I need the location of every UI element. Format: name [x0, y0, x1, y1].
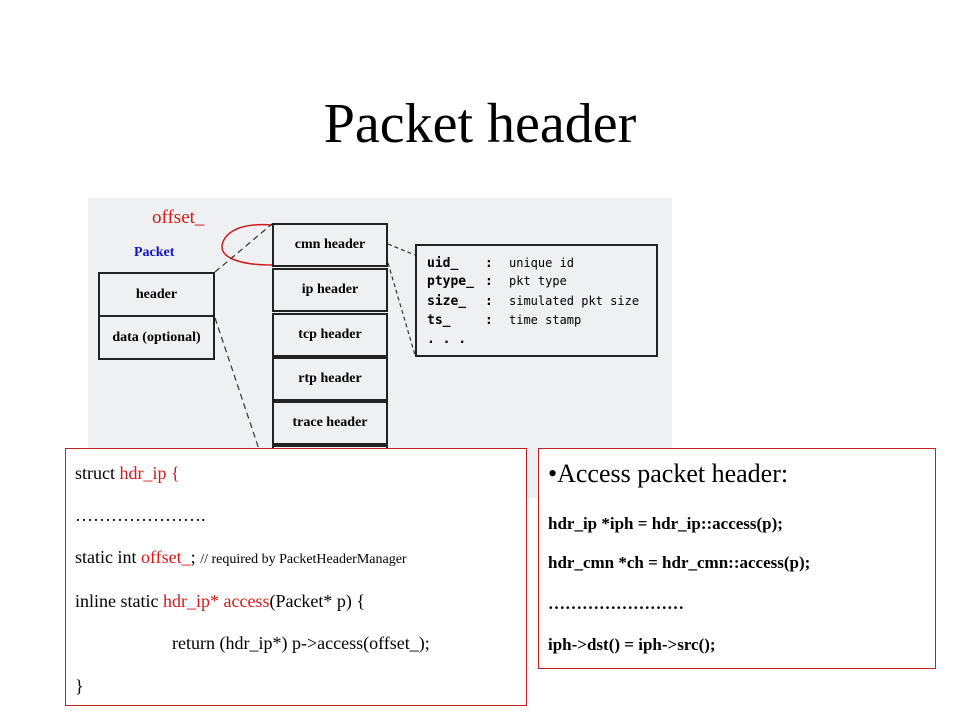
access-line-3: …………………… — [548, 594, 684, 613]
field-name: ts_ — [427, 313, 451, 328]
field-desc: time stamp — [509, 313, 582, 327]
field-desc: unique id — [509, 256, 575, 270]
code-text: static int — [75, 547, 141, 567]
field-desc: pkt type — [509, 274, 567, 288]
access-line-2: hdr_cmn *ch = hdr_cmn::access(p); — [548, 553, 811, 572]
field-desc: simulated pkt size — [509, 294, 640, 308]
field-name: . . . — [427, 332, 467, 347]
fields-line-top — [387, 243, 416, 256]
code-type-name: hdr_ip — [119, 463, 167, 483]
code-box: struct hdr_ip { …………………. static int offs… — [65, 448, 527, 706]
code-line-3: static int offset_; // required by Packe… — [75, 546, 407, 571]
code-line-6: } — [75, 676, 84, 696]
fields-line-bottom — [387, 262, 416, 356]
code-line-5: return (hdr_ip*) p->access(offset_); — [172, 633, 430, 653]
access-box: •Access packet header: hdr_ip *iph = hdr… — [538, 448, 936, 669]
tcp-header-box: tcp header — [272, 313, 388, 357]
field-colon: : — [485, 256, 493, 271]
code-text: ; — [190, 547, 201, 567]
code-line-4: inline static hdr_ip* access(Packet* p) … — [75, 590, 365, 612]
offset-arc — [221, 223, 273, 266]
code-text: struct — [75, 463, 120, 483]
code-offset-var: offset_ — [141, 547, 191, 567]
code-text: (Packet* p) { — [269, 591, 366, 611]
cmn-fields-box: uid_ : unique id ptype_ : pkt type size_… — [415, 244, 658, 357]
field-colon: : — [485, 294, 493, 309]
expand-line-top — [214, 223, 273, 273]
field-name: ptype_ — [427, 274, 474, 289]
code-access-fn: hdr_ip* access — [162, 591, 270, 611]
access-line-4: iph->dst() = iph->src(); — [548, 635, 716, 654]
packet-label: Packet — [134, 245, 175, 260]
access-line-1: hdr_ip *iph = hdr_ip::access(p); — [548, 514, 783, 533]
trace-header-box: trace header — [272, 401, 388, 445]
field-name: uid_ — [427, 256, 459, 271]
slide-title: Packet header — [323, 93, 637, 155]
access-heading: •Access packet header: — [548, 459, 789, 488]
code-comment: // required by PacketHeaderManager — [200, 552, 407, 567]
packet-data-box: data (optional) — [98, 315, 215, 360]
rtp-header-box: rtp header — [272, 357, 388, 401]
offset-label: offset_ — [152, 207, 205, 228]
code-line-2: …………………. — [75, 505, 206, 525]
cmn-header-box: cmn header — [272, 223, 388, 267]
field-colon: : — [485, 313, 493, 328]
field-colon: : — [485, 274, 493, 289]
code-line-1: struct hdr_ip { — [75, 462, 180, 484]
code-text: { — [166, 463, 180, 483]
ip-header-box: ip header — [272, 268, 388, 312]
packet-header-box: header — [98, 272, 215, 317]
field-name: size_ — [427, 294, 467, 309]
code-text: inline static — [75, 591, 163, 611]
